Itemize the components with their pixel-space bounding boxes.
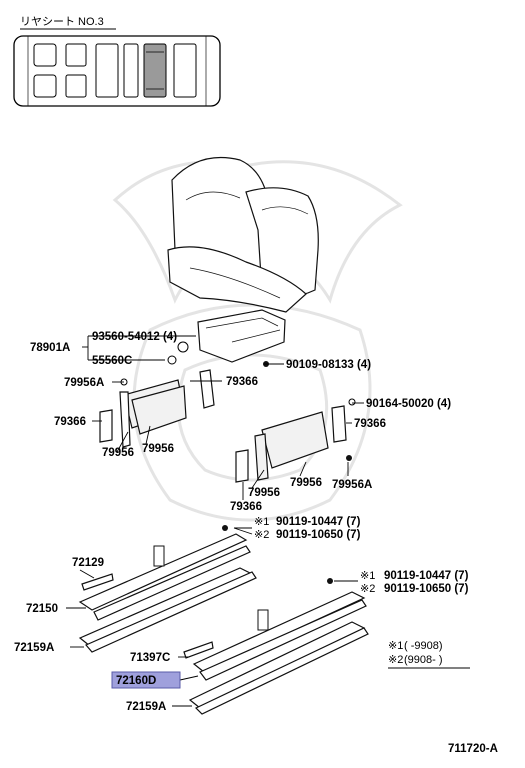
label-90119-10650-b[interactable]: 90119-10650 (7) (384, 583, 469, 595)
label-79366-top[interactable]: 79366 (226, 376, 258, 388)
leader-lines (66, 335, 364, 707)
label-79366-bottom[interactable]: 79366 (230, 501, 262, 513)
label-79956-c[interactable]: 79956 (248, 487, 280, 499)
seat-rails (78, 533, 369, 715)
highlight-box-72160D (111, 671, 181, 689)
label-72159A-left[interactable]: 72159A (14, 642, 54, 654)
vehicle-layout-icon (13, 35, 221, 107)
mark-2b: ※2 (360, 583, 375, 595)
label-72159A-bottom[interactable]: 72159A (126, 701, 166, 713)
mark-2a: ※2 (254, 529, 269, 541)
illustration-code: 711720-A (448, 743, 498, 755)
label-90119-10447-b[interactable]: 90119-10447 (7) (384, 570, 469, 582)
label-79956A-left[interactable]: 79956A (64, 377, 104, 389)
diagram-title: リヤシート NO.3 (20, 16, 104, 28)
label-90119-10650-a[interactable]: 90119-10650 (7) (276, 529, 361, 541)
label-72129[interactable]: 72129 (72, 557, 104, 569)
label-72160D[interactable]: 72160D (116, 675, 156, 687)
label-79956-d[interactable]: 79956 (290, 477, 322, 489)
label-90119-10447-a[interactable]: 90119-10447 (7) (276, 516, 361, 528)
label-79956A-right[interactable]: 79956A (332, 479, 372, 491)
legend-range-2: (9908- ) (404, 654, 443, 666)
callout-labels: 78901A 93560-54012 (4) 55560C 90109-0813… (14, 331, 469, 713)
label-79366-left[interactable]: 79366 (54, 416, 86, 428)
date-legend: ※1 ( -9908) ※2 (9908- ) (388, 640, 470, 669)
label-79366-right[interactable]: 79366 (354, 418, 386, 430)
label-93560-54012[interactable]: 93560-54012 (4) (92, 331, 177, 343)
mark-1a: ※1 (254, 516, 269, 528)
legend-mark-1: ※1 (388, 640, 403, 652)
label-78901A[interactable]: 78901A (30, 342, 70, 354)
label-79956-b[interactable]: 79956 (142, 443, 174, 455)
label-90109-08133[interactable]: 90109-08133 (4) (286, 359, 371, 371)
label-79956-a[interactable]: 79956 (102, 447, 134, 459)
legend-mark-2: ※2 (388, 654, 403, 666)
seat-leg-brackets (99, 369, 347, 483)
mark-1b: ※1 (360, 570, 375, 582)
label-72150[interactable]: 72150 (26, 603, 58, 615)
label-55560C[interactable]: 55560C (92, 355, 132, 367)
label-90164-50020[interactable]: 90164-50020 (4) (366, 398, 451, 410)
legend-range-1: ( -9908) (404, 640, 443, 652)
label-71397C[interactable]: 71397C (130, 652, 170, 664)
rear-seat-assembly (167, 156, 319, 363)
